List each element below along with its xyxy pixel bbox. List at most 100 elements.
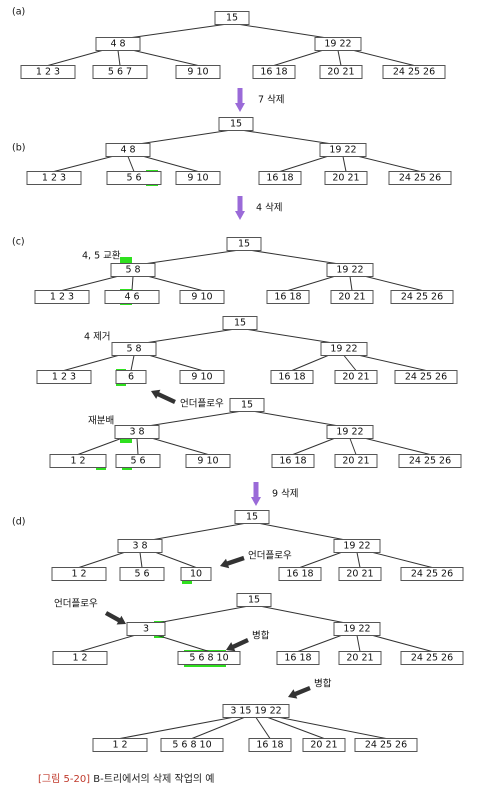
tree-2-leaf-box xyxy=(266,290,310,304)
tree-5-leaf: 5 6 xyxy=(119,567,165,581)
tree-3-leaf: 24 25 26 xyxy=(394,370,458,384)
tree-3-root-box xyxy=(222,316,258,330)
tree-0-leaf-keys: 9 10 xyxy=(187,67,208,78)
tree-2-internal-box xyxy=(326,263,374,277)
panel-label-b: (b) xyxy=(12,143,25,154)
tree-3-internal-keys: 19 22 xyxy=(330,344,357,355)
tree-6-internal: 3 xyxy=(126,622,166,636)
annotation-underflow-d2: 언더플로우 xyxy=(54,598,98,610)
tree-7-leaf-box xyxy=(302,738,346,752)
tree-0-edge xyxy=(47,50,103,66)
tree-6-leaf-box xyxy=(400,651,464,665)
tree-1-leaf-keys: 16 18 xyxy=(266,173,293,184)
tree-6-root-edge xyxy=(261,606,344,623)
tree-3-leaf-keys: 9 10 xyxy=(191,372,212,383)
tree-5-edge xyxy=(139,552,143,568)
tree-1-leaf-keys: 1 2 3 xyxy=(42,173,66,184)
tree-2-edge xyxy=(287,276,335,291)
tree-4-root-edge xyxy=(254,411,337,426)
tree-0-internal-keys: 4 8 xyxy=(110,39,125,50)
tree-6-leaf-keys: 16 18 xyxy=(284,653,311,664)
tree-2-leaf-box xyxy=(34,290,90,304)
tree-7-leaf-box xyxy=(92,738,148,752)
tree-0-root-keys: 15 xyxy=(226,13,238,24)
tree-4-edge xyxy=(152,438,209,455)
tree-7-leaf: 20 21 xyxy=(302,738,346,752)
tree-2-leaf-keys: 1 2 3 xyxy=(50,292,74,303)
tree-1-leaf: 24 25 26 xyxy=(388,171,452,185)
tree-6-edge xyxy=(372,635,433,652)
tree-0-edge xyxy=(337,50,342,66)
tree-3-leaf-box xyxy=(36,370,92,384)
tree-6-root-keys: 15 xyxy=(248,595,260,606)
tree-0-internal: 4 8 xyxy=(95,37,141,51)
tree-1-internal-keys: 4 8 xyxy=(120,145,135,156)
tree-2-leaf: 1 2 3 xyxy=(34,290,90,304)
tree-5-edge xyxy=(372,552,433,568)
tree-0-leaf: 9 10 xyxy=(175,65,221,79)
tree-0-leaf: 5 6 7 xyxy=(92,65,148,79)
tree-5-leaf-box xyxy=(119,567,165,581)
tree-3-leaf-box xyxy=(334,370,378,384)
tree-5-edge xyxy=(299,552,342,568)
tree-5-leaf-box xyxy=(180,567,212,581)
tree-6-leaf: 24 25 26 xyxy=(400,651,464,665)
tree-1-leaf-box xyxy=(258,171,302,185)
tree-0-edge xyxy=(273,50,323,66)
tree-7-edge xyxy=(255,717,271,739)
tree-0-leaf-box xyxy=(92,65,148,79)
tree-6-leaf-box xyxy=(338,651,382,665)
tree-3-internal: 5 8 xyxy=(111,342,157,356)
tree-5-internal-keys: 19 22 xyxy=(343,541,370,552)
tree-4-leaf-box xyxy=(185,454,231,468)
tree-0-internal-box xyxy=(95,37,141,51)
tree-6-internal-box xyxy=(126,622,166,636)
tree-6-edge xyxy=(297,635,342,652)
tree-2-leaf-keys: 16 18 xyxy=(274,292,301,303)
tree-1-internal-keys: 19 22 xyxy=(329,145,356,156)
annotation-underflow-c: 언더플로우 xyxy=(180,398,224,410)
tree-1-leaf: 16 18 xyxy=(258,171,302,185)
tree-5-leaf: 10 xyxy=(180,567,212,581)
tree-7-edge xyxy=(119,717,233,739)
tree-3-leaf: 6 xyxy=(115,370,147,384)
tree-4-internal-box xyxy=(326,425,374,439)
step-arrow-4 xyxy=(235,196,245,220)
tree-6-root-box xyxy=(236,593,272,607)
tree-4-leaf-box xyxy=(334,454,378,468)
tree-4-leaf: 24 25 26 xyxy=(398,454,462,468)
tree-1-leaf: 5 6 xyxy=(106,171,162,185)
tree-7-leaf-keys: 1 2 xyxy=(112,740,127,751)
caption-label: [그림 5-20] xyxy=(38,773,93,785)
tree-5-root-keys: 15 xyxy=(246,512,258,523)
tree-2-leaf: 24 25 26 xyxy=(390,290,454,304)
step-label-4: 4 삭제 xyxy=(256,203,283,214)
tree-6-edge xyxy=(157,635,210,652)
step-arrow-7 xyxy=(235,88,245,112)
tree-2-root-keys: 15 xyxy=(238,239,250,250)
tree-5-root-box xyxy=(234,510,270,524)
tree-0-leaf: 20 21 xyxy=(319,65,363,79)
tree-1-leaf-keys: 9 10 xyxy=(187,173,208,184)
tree-7-leaf-keys: 5 6 8 10 xyxy=(172,740,211,751)
tree-1-internal: 4 8 xyxy=(105,143,151,157)
tree-4-root-edge xyxy=(150,411,240,426)
tree-0-leaf: 1 2 3 xyxy=(20,65,76,79)
tree-5-leaf-box xyxy=(338,567,382,581)
tree-1-leaf-box xyxy=(106,171,162,185)
tree-5-leaf-keys: 16 18 xyxy=(286,569,313,580)
tree-3-internal-box xyxy=(111,342,157,356)
tree-3-edge xyxy=(130,355,135,371)
tree-7-leaf: 1 2 xyxy=(92,738,148,752)
tree-5-leaf-keys: 1 2 xyxy=(71,569,86,580)
tree-5-edge xyxy=(155,552,197,568)
tree-4-leaf-keys: 24 25 26 xyxy=(409,456,451,467)
tree-7-leaf-box xyxy=(248,738,292,752)
tree-5-leaf-box xyxy=(51,567,107,581)
tree-4-leaf-keys: 5 6 xyxy=(130,456,145,467)
tree-7-leaf-keys: 16 18 xyxy=(256,740,283,751)
tree-4-leaf-keys: 9 10 xyxy=(197,456,218,467)
annotation-merge-1: 병합 xyxy=(252,631,270,642)
tree-6-leaf-keys: 1 2 xyxy=(72,653,87,664)
tree-2-leaf-box xyxy=(330,290,374,304)
